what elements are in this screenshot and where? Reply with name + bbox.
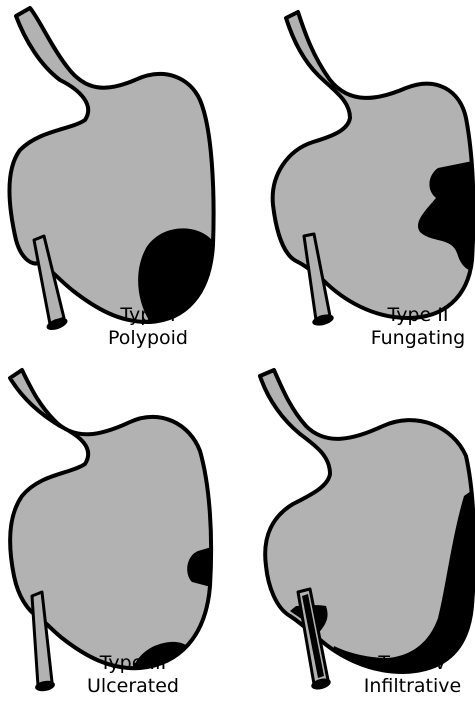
caption-type-iii: Type III Ulcerated [68, 652, 198, 698]
type-label: Type II [358, 304, 475, 327]
panel-type-ii: Type II Fungating [238, 0, 475, 356]
caption-type-iv: Type IV Infiltrative [350, 652, 475, 698]
caption-type-i: Type I Polypoid [88, 304, 208, 350]
panel-type-iii: Type III Ulcerated [0, 356, 237, 712]
panel-type-iv: Type IV Infiltrative [238, 356, 475, 712]
type-name: Ulcerated [68, 675, 198, 698]
type-name: Polypoid [88, 327, 208, 350]
caption-type-ii: Type II Fungating [358, 304, 475, 350]
type-label: Type IV [350, 652, 475, 675]
type-name: Fungating [358, 327, 475, 350]
panel-type-i: Type I Polypoid [0, 0, 237, 356]
stomach-type-i-illustration [0, 0, 237, 356]
stomach-type-ii-illustration [238, 0, 475, 356]
type-label: Type I [88, 304, 208, 327]
type-label: Type III [68, 652, 198, 675]
type-name: Infiltrative [350, 675, 475, 698]
